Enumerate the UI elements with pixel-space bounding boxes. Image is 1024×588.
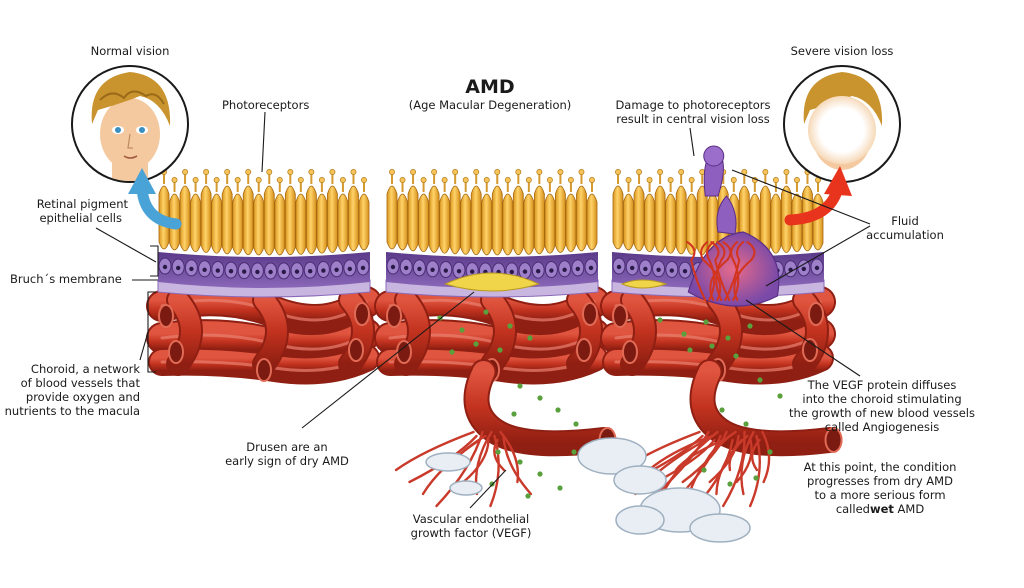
label-vegf-protein-3: the growth of new blood vessels	[788, 406, 975, 420]
choroid-vessels	[146, 284, 382, 385]
label-point-4-called: called	[835, 502, 870, 516]
label-normal-vision: Normal vision	[90, 44, 170, 58]
fluid-puddles	[425, 452, 483, 496]
label-vegf-2: growth factor (VEGF)	[410, 526, 532, 540]
label-point-4: calledwet AMD	[780, 502, 980, 516]
vegf-particles	[437, 309, 579, 499]
descending-vessel	[620, 359, 843, 508]
label-choroid-1: Choroid, a network	[30, 362, 140, 376]
fluid-puddles	[577, 437, 751, 543]
label-choroid-4: nutrients to the macula	[4, 404, 140, 418]
label-point-3: to a more serious form	[814, 488, 946, 502]
panel-normal	[146, 169, 382, 385]
panel-wet-amd	[577, 145, 843, 543]
vegf-particles	[657, 317, 783, 487]
panel-dry-amd	[374, 169, 617, 508]
label-retinal-pigment-2: epithelial cells	[39, 211, 122, 225]
label-photoreceptors: Photoreceptors	[222, 98, 310, 112]
label-fluid-2: accumulation	[866, 228, 944, 242]
drusen	[443, 272, 541, 292]
label-damage-2: result in central vision loss	[616, 112, 770, 126]
label-point-2: progresses from dry AMD	[807, 474, 953, 488]
fluid-accumulation	[686, 145, 780, 307]
label-vegf-protein-4: called Angiogenesis	[824, 420, 940, 434]
label-point-4-amd: AMD	[897, 502, 925, 516]
drusen-small	[620, 279, 668, 289]
label-point-1: At this point, the condition	[803, 460, 957, 474]
diagram-subtitle: (Age Macular Degeneration)	[408, 98, 572, 112]
label-drusen-1: Drusen are an	[246, 440, 328, 454]
normal-vision-arrow-icon	[128, 168, 182, 230]
diagram-title: AMD	[465, 76, 515, 98]
descending-vessel	[394, 359, 617, 508]
face-vision-loss-icon	[783, 65, 901, 183]
label-damage-1: Damage to photoreceptors	[615, 98, 771, 112]
label-fluid-1: Fluid	[891, 214, 919, 228]
label-severe-vision-loss: Severe vision loss	[790, 44, 894, 58]
callout-lines	[95, 111, 871, 509]
choroid-vessels	[600, 284, 836, 385]
retinal-pigment-epithelium	[158, 252, 370, 288]
face-normal-icon	[71, 65, 189, 183]
label-choroid-3: provide oxygen and	[25, 390, 140, 404]
label-vegf-1: Vascular endothelial	[412, 512, 530, 526]
photoreceptor-cells	[158, 169, 370, 256]
choroid-vessels	[374, 284, 610, 385]
label-drusen-2: early sign of dry AMD	[225, 454, 349, 468]
photoreceptor-cells	[386, 169, 598, 256]
label-choroid-2: of blood vessels that	[20, 376, 140, 390]
label-bruch-membrane: Bruch´s membrane	[10, 272, 122, 286]
label-vegf-protein-2: into the choroid stimulating	[802, 392, 962, 406]
vision-loss-arrow-icon	[784, 166, 852, 226]
label-retinal-pigment-1: Retinal pigment	[36, 197, 128, 211]
label-point-4-wet: wet	[869, 502, 894, 516]
label-vegf-protein-1: The VEGF protein diffuses	[807, 378, 957, 392]
